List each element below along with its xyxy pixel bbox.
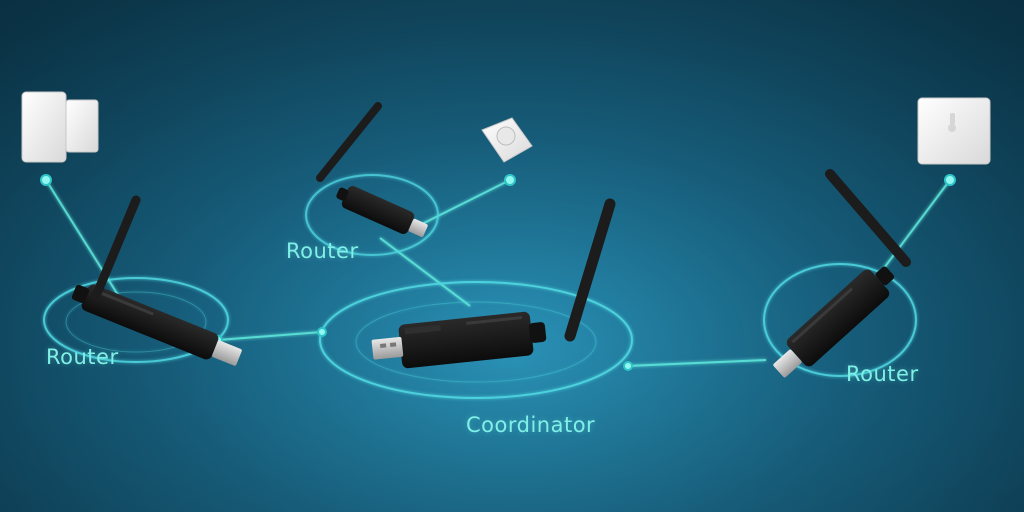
router-right-dongle: [773, 169, 911, 378]
router-top-dongle: [316, 102, 428, 237]
label-router-left: Router: [46, 345, 119, 369]
temperature-sensor-icon: [917, 97, 991, 165]
link-coordinator-router-right: [627, 359, 767, 367]
ring-coordinator: [319, 281, 633, 399]
link-device-top-router-top: [417, 179, 511, 227]
link-device-right-router-right: [874, 179, 951, 281]
router-left-dongle: [71, 195, 242, 366]
dot-device-right: [944, 174, 956, 186]
usb-zigbee-dongle-icon-top: [336, 185, 428, 237]
motion-sensor-icon: [481, 117, 533, 163]
antenna-router-left: [91, 195, 141, 301]
antenna-coordinator: [564, 198, 616, 342]
node-rings: [43, 174, 917, 399]
link-router-top-coordinator: [379, 237, 471, 307]
coordinator-dongle: [371, 198, 616, 369]
antenna-router-top: [316, 102, 382, 182]
usb-zigbee-dongle-icon-right: [773, 266, 895, 378]
label-router-right: Router: [846, 362, 919, 386]
label-router-top: Router: [286, 239, 359, 263]
ring-router-right: [763, 263, 917, 377]
door-window-sensor-icon: [21, 91, 99, 163]
dot-coordinator-left: [317, 327, 327, 337]
dot-device-top: [504, 174, 516, 186]
ring-router-left-inner: [65, 291, 207, 353]
dot-coordinator-right: [623, 361, 633, 371]
ring-coordinator-inner: [355, 301, 597, 383]
label-coordinator: Coordinator: [466, 413, 596, 437]
dot-device-left: [40, 174, 52, 186]
usb-zigbee-dongle-icon: [71, 284, 242, 366]
antenna-router-right: [825, 169, 911, 267]
link-router-left-coordinator: [217, 331, 323, 341]
ring-router-left: [43, 277, 229, 363]
usb-zigbee-dongle-icon-coordinator: [371, 311, 547, 369]
ring-router-top: [305, 174, 439, 256]
